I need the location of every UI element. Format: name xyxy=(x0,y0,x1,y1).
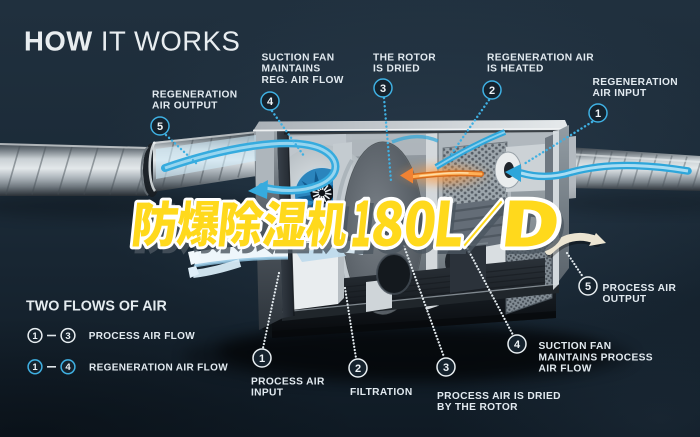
svg-text:5: 5 xyxy=(585,281,591,293)
svg-text:3: 3 xyxy=(443,362,449,374)
svg-text:2: 2 xyxy=(489,85,495,97)
svg-text:1: 1 xyxy=(32,362,38,373)
svg-text:HOW IT WORKS: HOW IT WORKS xyxy=(24,26,240,57)
svg-text:5: 5 xyxy=(157,121,163,133)
svg-text:2: 2 xyxy=(355,363,361,375)
svg-text:4: 4 xyxy=(514,339,521,351)
svg-text:3: 3 xyxy=(380,83,386,95)
svg-text:4: 4 xyxy=(267,96,274,108)
svg-text:PROCESS AIR FLOW: PROCESS AIR FLOW xyxy=(89,331,196,342)
svg-text:1: 1 xyxy=(32,331,38,342)
svg-text:TWO FLOWS OF AIR: TWO FLOWS OF AIR xyxy=(26,299,168,315)
svg-text:1: 1 xyxy=(259,353,265,365)
svg-text:1: 1 xyxy=(595,108,601,120)
svg-text:FILTRATION: FILTRATION xyxy=(350,387,413,398)
svg-text:3: 3 xyxy=(65,331,70,342)
svg-text:REGENERATION AIR FLOW: REGENERATION AIR FLOW xyxy=(89,362,228,373)
svg-text:4: 4 xyxy=(65,362,71,373)
